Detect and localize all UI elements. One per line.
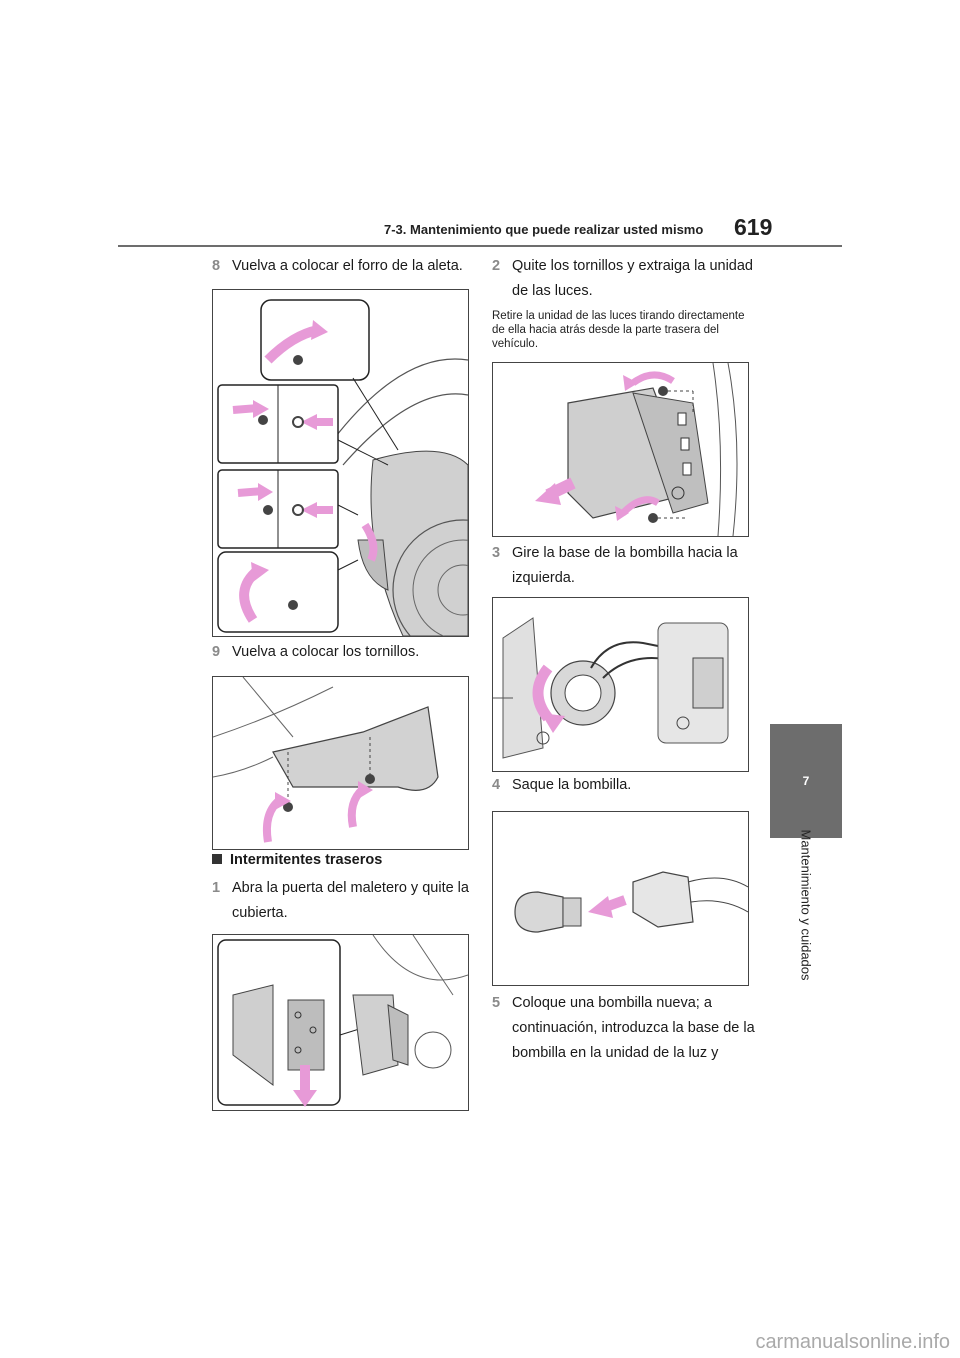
step-number: 9	[212, 644, 221, 660]
step-3: 3 Gire la base de la bombilla hacia la i…	[492, 541, 757, 591]
figure-bulb-base	[492, 597, 749, 772]
step-2-note: Retire la unidad de las luces tirando di…	[492, 310, 745, 350]
step-number: 4	[492, 777, 501, 793]
section-heading-text: Intermitentes traseros	[230, 852, 383, 868]
bulb-base-illustration	[493, 617, 729, 759]
figure-light-unit-removal	[492, 362, 749, 537]
figure-screws-mudflap	[212, 676, 469, 850]
section-bullet	[212, 854, 222, 864]
section-heading: Intermitentes traseros	[212, 852, 382, 868]
step-number: 3	[492, 545, 501, 561]
fender-liner-illustration	[217, 299, 468, 636]
light-unit-illustration	[535, 363, 738, 536]
figure-remove-bulb	[492, 811, 749, 986]
step-5: 5 Coloque una bombilla nueva; a continua…	[492, 991, 757, 1066]
chapter-number: 7	[802, 774, 810, 788]
step-text: Saque la bombilla.	[512, 777, 632, 793]
figure-fender-liner	[212, 289, 469, 637]
header-divider	[118, 245, 842, 247]
step-number: 8	[212, 258, 221, 274]
step-8: 8 Vuelva a colocar el forro de la aleta.	[212, 254, 472, 279]
trunk-cover-illustration	[217, 935, 468, 1107]
step-text: Quite los tornillos y extraiga la unidad…	[512, 258, 753, 299]
figure-trunk-cover	[212, 934, 469, 1111]
step-number: 5	[492, 995, 501, 1011]
mudflap-illustration	[213, 677, 439, 843]
step-2: 2 Quite los tornillos y extraiga la unid…	[492, 254, 757, 304]
page-number: 619	[734, 214, 773, 240]
step-text: Gire la base de la bombilla hacia la izq…	[512, 545, 738, 586]
running-header: 7-3. Mantenimiento que puede realizar us…	[384, 222, 704, 237]
step-9: 9 Vuelva a colocar los tornillos.	[212, 640, 472, 665]
step-text: Abra la puerta del maletero y quite la c…	[232, 880, 469, 921]
watermark: carmanualsonline.info	[755, 1331, 950, 1353]
chapter-tab: 7	[770, 724, 842, 838]
step-text: Vuelva a colocar el forro de la aleta.	[232, 258, 463, 274]
step-text: Coloque una bombilla nueva; a continuaci…	[512, 995, 755, 1061]
step-number: 2	[492, 258, 501, 274]
remove-bulb-illustration	[514, 871, 748, 933]
step-number: 1	[212, 880, 221, 896]
step-1: 1 Abra la puerta del maletero y quite la…	[212, 876, 472, 926]
step-4: 4 Saque la bombilla.	[492, 773, 757, 798]
step-text: Vuelva a colocar los tornillos.	[232, 644, 420, 660]
chapter-label: Mantenimiento y cuidados	[798, 829, 814, 981]
